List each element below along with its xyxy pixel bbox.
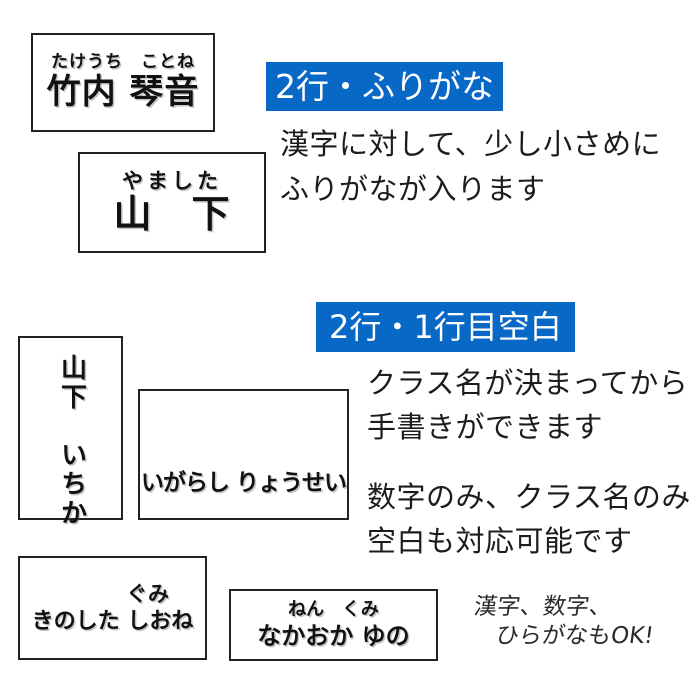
name-label-sample-igarashi: いがらし りょうせい bbox=[138, 389, 349, 520]
description-furigana-line2: ふりがなが入ります bbox=[280, 172, 546, 206]
sample-name-text: きのした しおね bbox=[31, 608, 194, 634]
handwritten-note: 漢字、数字、 ひらがなもOK! bbox=[468, 593, 660, 651]
sample-kanji-text: 竹内 琴音 bbox=[46, 71, 200, 112]
sample-kanji-text: 山 下 bbox=[113, 191, 231, 236]
section-banner-blank-first-line: 2行・1行目空白 bbox=[316, 302, 575, 352]
description-furigana-line1: 漢字に対して、少し小さめに bbox=[280, 127, 662, 161]
name-label-sample-kinoshita: ぐみ きのした しおね bbox=[18, 556, 207, 660]
description-handwrite-line2: 手書きができます bbox=[367, 410, 604, 444]
name-label-sample-vertical: 山下 いちか bbox=[18, 336, 123, 528]
sample-furigana-text: たけうち ことね bbox=[51, 52, 195, 73]
handwritten-note-line1: 漢字、数字、 bbox=[472, 594, 614, 620]
handwritten-note-line2: ひらがなもOK! bbox=[494, 623, 656, 649]
name-label-sample-yamashita: やました 山 下 bbox=[78, 152, 266, 253]
sample-furigana-text: やました bbox=[122, 168, 222, 193]
name-label-sample-nakaoka: ねん くみ なかおか ゆの bbox=[229, 589, 438, 661]
sample-class-text: ぐみ bbox=[126, 581, 169, 606]
sample-vertical-name-text: 山下 いちか bbox=[56, 354, 87, 528]
description-options-line1: 数字のみ、クラス名のみ bbox=[367, 480, 691, 514]
name-label-sample-takeuchi: たけうち ことね 竹内 琴音 bbox=[31, 33, 215, 132]
sample-year-class-text: ねん くみ bbox=[288, 598, 379, 620]
description-options: 数字のみ、クラス名のみ 空白も対応可能です bbox=[367, 475, 691, 563]
description-options-line2: 空白も対応可能です bbox=[367, 524, 633, 558]
description-handwrite: クラス名が決まってから 手書きができます bbox=[367, 361, 688, 449]
section-banner-furigana: 2行・ふりがな bbox=[266, 62, 503, 111]
sample-name-text: いがらし りょうせい bbox=[140, 469, 347, 496]
description-furigana: 漢字に対して、少し小さめに ふりがなが入ります bbox=[280, 122, 661, 212]
sample-name-text: なかおか ゆの bbox=[257, 621, 410, 650]
description-handwrite-line1: クラス名が決まってから bbox=[367, 366, 689, 400]
